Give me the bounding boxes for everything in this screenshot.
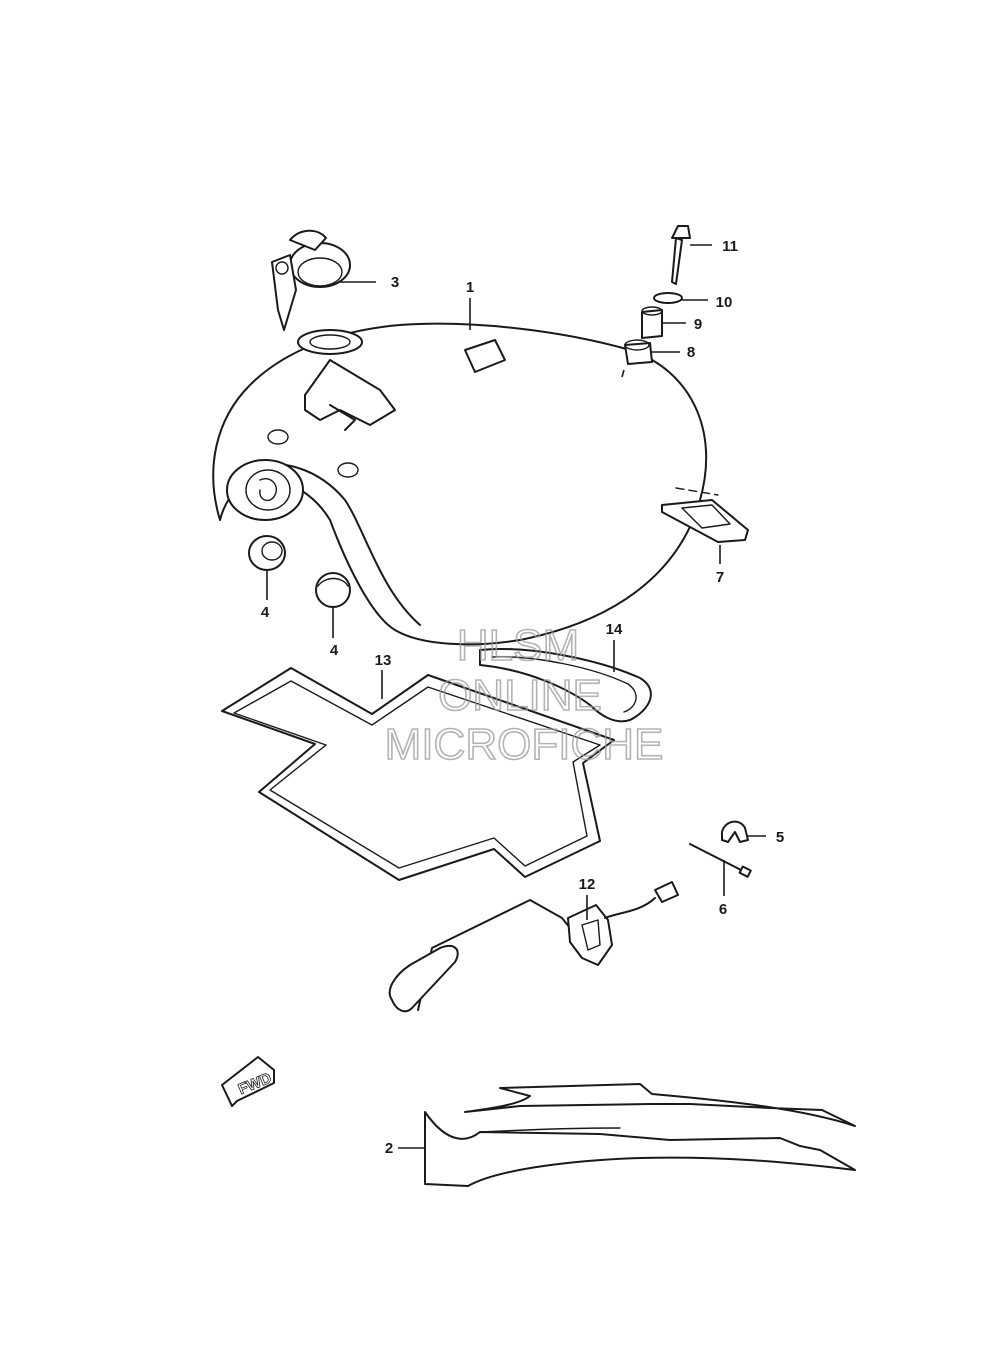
- cap-plug-right: [315, 572, 351, 608]
- callout-4b: 4: [330, 642, 339, 659]
- forward-direction-arrow: FWD: [221, 1056, 275, 1107]
- cable-tie: [689, 843, 752, 878]
- callout-labels: 1 2 3 4 4 5 6 7 8 9 10 11 12 13 14: [261, 238, 784, 1157]
- callout-6: 6: [719, 901, 727, 918]
- callout-14: 14: [606, 621, 623, 638]
- callout-5: 5: [776, 829, 784, 846]
- leader-lines: [266, 244, 766, 1149]
- callout-10: 10: [716, 294, 733, 311]
- callout-3: 3: [391, 274, 399, 291]
- rubber-pad: [661, 487, 749, 543]
- mount-bolt-stack: [624, 225, 691, 365]
- callout-12: 12: [579, 876, 596, 893]
- callout-7: 7: [716, 569, 724, 586]
- fuel-cap-with-keys: [271, 229, 351, 331]
- cap-plug-left: [248, 535, 286, 571]
- callout-13: 13: [375, 652, 392, 669]
- fuel-tank: [212, 322, 708, 646]
- hose-clamp: [721, 820, 749, 843]
- side-trim-cover: [424, 1083, 856, 1187]
- watermark: HLSM ONLINE MICROFICHE: [384, 620, 664, 770]
- protector-strip: [479, 648, 652, 723]
- watermark-line2: ONLINE: [438, 671, 602, 720]
- callout-8: 8: [687, 344, 695, 361]
- callout-1: 1: [466, 279, 474, 296]
- fuel-level-sensor: [388, 881, 679, 1013]
- watermark-line1: HLSM: [457, 621, 579, 670]
- callout-9: 9: [694, 316, 702, 333]
- watermark-line3: MICROFICHE: [385, 720, 664, 769]
- callout-11: 11: [722, 238, 738, 255]
- insulation-pad: [221, 667, 615, 881]
- callout-2: 2: [385, 1140, 393, 1157]
- callout-4a: 4: [261, 604, 270, 621]
